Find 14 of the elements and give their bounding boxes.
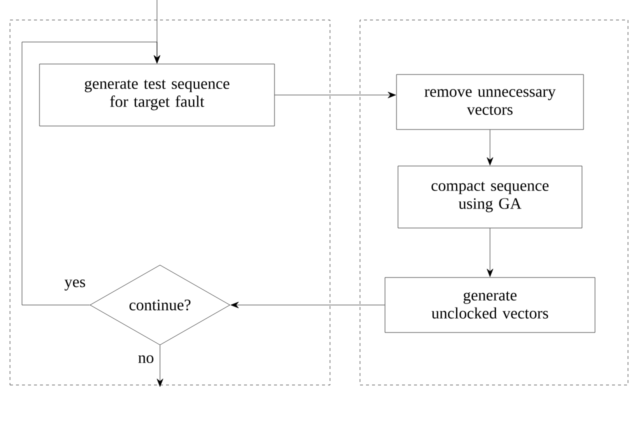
arrow — [22, 42, 160, 306]
dashed-region — [360, 20, 628, 386]
arrow — [230, 302, 385, 308]
process-box: generate unclocked vectors — [384, 277, 596, 333]
process-box: compact sequence using GA — [398, 166, 582, 228]
process-box: generate test sequence for target fault — [39, 64, 275, 126]
arrow — [274, 92, 396, 98]
dashed-region — [10, 20, 330, 386]
arrow — [486, 130, 494, 166]
arrow — [486, 228, 494, 277]
edge-label: yes — [63, 278, 87, 292]
edge-label: no — [137, 354, 155, 364]
arrow — [156, 345, 164, 387]
process-box: remove unnecessary vectors — [396, 74, 584, 130]
